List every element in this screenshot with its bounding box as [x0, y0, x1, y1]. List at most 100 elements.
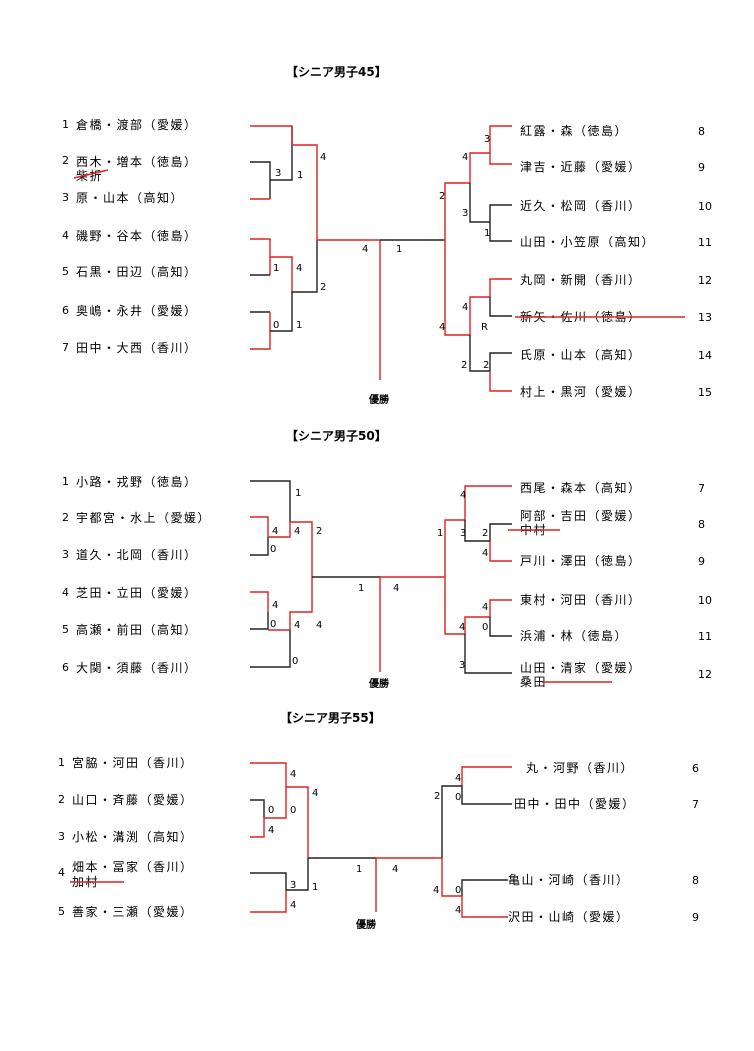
left-entries: 1 宮脇・河田（香川） 2 山口・斉藤（愛媛） 3 小松・溝渕（高知） 4 畑本… — [58, 755, 194, 919]
entry-seed: 1 — [62, 118, 69, 131]
scores: 4 0 0 4 4 3 4 1 1 4 4 0 2 0 4 4 — [268, 769, 461, 916]
score: 0 — [268, 805, 274, 816]
entry-name: 畑本・冨家（香川） — [72, 859, 194, 874]
score: 2 — [483, 360, 489, 371]
entry-seed: 8 — [698, 518, 705, 531]
entry-seed: 9 — [698, 555, 705, 568]
entry-seed: 13 — [698, 311, 712, 324]
entry-seed: 12 — [698, 274, 712, 287]
entry-name: 戸川・澤田（徳島） — [520, 553, 642, 568]
entry-seed: 10 — [698, 594, 712, 607]
score: 2 — [482, 528, 488, 539]
entry-seed: 4 — [58, 866, 65, 879]
score: R — [481, 322, 488, 333]
score: 1 — [312, 882, 318, 893]
entry-seed: 6 — [62, 661, 69, 674]
score: 0 — [273, 320, 279, 331]
entry-name: 山口・斉藤（愛媛） — [72, 792, 194, 807]
bracket-lines — [250, 762, 512, 918]
score: 0 — [455, 792, 461, 803]
score: 4 — [320, 152, 326, 163]
score: 4 — [392, 864, 398, 875]
score: 0 — [482, 622, 488, 633]
entry-name: 善家・三瀬（愛媛） — [72, 904, 194, 919]
entry-seed: 2 — [58, 793, 65, 806]
entry-seed: 10 — [698, 200, 712, 213]
score: 4 — [459, 622, 465, 633]
score: 4 — [439, 322, 445, 333]
score: 0 — [270, 544, 276, 555]
entry-name: 東村・河田（香川） — [520, 593, 642, 607]
bracket-senior-men-45: 【シニア男子45】 1 倉橋・渡部（愛媛） 2 西木・増本（徳島） 柴折 3 原… — [62, 64, 712, 406]
entry-name: 奥嶋・永井（愛媛） — [76, 304, 198, 318]
entry-name: 浜浦・林（徳島） — [520, 628, 628, 643]
entry-seed: 7 — [62, 341, 69, 354]
score: 3 — [462, 208, 468, 219]
score: 4 — [294, 526, 300, 537]
winner-label: 優勝 — [368, 677, 390, 690]
score: 3 — [459, 660, 465, 671]
score: 0 — [292, 656, 298, 667]
entry-name: 西尾・森本（高知） — [520, 480, 642, 495]
score: 2 — [316, 526, 322, 537]
score: 1 — [484, 228, 490, 239]
entry-name: 山田・清家（愛媛） — [520, 660, 642, 675]
entry-name: 阿部・吉田（愛媛） — [520, 508, 642, 523]
score: 0 — [290, 805, 296, 816]
score: 4 — [290, 769, 296, 780]
score: 4 — [393, 583, 399, 594]
score: 4 — [462, 302, 468, 313]
score: 4 — [482, 548, 488, 559]
entry-seed: 8 — [692, 874, 699, 887]
winner-label: 優勝 — [368, 393, 390, 406]
entry-seed: 8 — [698, 125, 705, 138]
left-entries: 1 倉橋・渡部（愛媛） 2 西木・増本（徳島） 柴折 3 原・山本（高知） 4 … — [62, 117, 198, 355]
entry-seed: 4 — [62, 586, 69, 599]
entry-name: 丸・河野（香川） — [526, 761, 634, 775]
entry-name: 沢田・山崎（愛媛） — [508, 910, 630, 924]
strike-line — [73, 169, 109, 179]
entry-name: 芝田・立田（愛媛） — [76, 585, 198, 600]
entry-seed: 7 — [692, 798, 699, 811]
score: 2 — [320, 282, 326, 293]
entry-name: 倉橋・渡部（愛媛） — [76, 117, 198, 132]
bracket-title: 【シニア男子55】 — [280, 710, 381, 725]
entry-name: 紅露・森（徳島） — [520, 123, 628, 138]
entry-name: 石黒・田辺（高知） — [76, 264, 198, 279]
score: 3 — [460, 528, 466, 539]
entry-name: 山田・小笠原（高知） — [520, 234, 655, 249]
score: 4 — [272, 526, 278, 537]
score: 2 — [434, 791, 440, 802]
entry-seed: 1 — [62, 475, 69, 488]
bracket-lines — [250, 125, 512, 392]
entry-name: 田中・大西（香川） — [76, 340, 198, 355]
entry-seed: 2 — [62, 154, 69, 167]
score: 4 — [362, 244, 368, 255]
entry-seed: 3 — [58, 830, 65, 843]
right-entries: 西尾・森本（高知） 7 阿部・吉田（愛媛） 中村 8 戸川・澤田（徳島） 9 東… — [520, 480, 712, 689]
entry-name: 近久・松岡（香川） — [520, 199, 642, 213]
score: 1 — [437, 528, 443, 539]
score: 4 — [272, 600, 278, 611]
entry-seed: 3 — [62, 191, 69, 204]
entry-name: 高瀬・前田（高知） — [76, 622, 198, 637]
entry-name: 大関・須藤（香川） — [76, 661, 198, 675]
bracket-title: 【シニア男子50】 — [286, 428, 387, 443]
entry-seed: 3 — [62, 548, 69, 561]
score: 3 — [275, 168, 281, 179]
right-entries: 丸・河野（香川） 6 田中・田中（愛媛） 7 亀山・河崎（香川） 8 沢田・山崎… — [508, 761, 699, 924]
entry-name: 磯野・谷本（徳島） — [76, 228, 198, 243]
entry-name: 原・山本（高知） — [76, 190, 184, 205]
entry-seed: 5 — [58, 905, 65, 918]
score: 1 — [396, 244, 402, 255]
entry-seed: 12 — [698, 668, 712, 681]
entry-name: 西木・増本（徳島） — [76, 154, 198, 169]
entry-name: 宇都宮・水上（愛媛） — [76, 510, 211, 525]
bracket-senior-men-50: 【シニア男子50】 1 小路・戎野（徳島） 2 宇都宮・水上（愛媛） 3 道久・… — [62, 428, 712, 690]
score: 4 — [460, 490, 466, 501]
entry-seed: 11 — [698, 236, 712, 249]
score: 4 — [462, 152, 468, 163]
entry-seed: 1 — [58, 756, 65, 769]
entry-note: 柴折 — [76, 168, 103, 183]
